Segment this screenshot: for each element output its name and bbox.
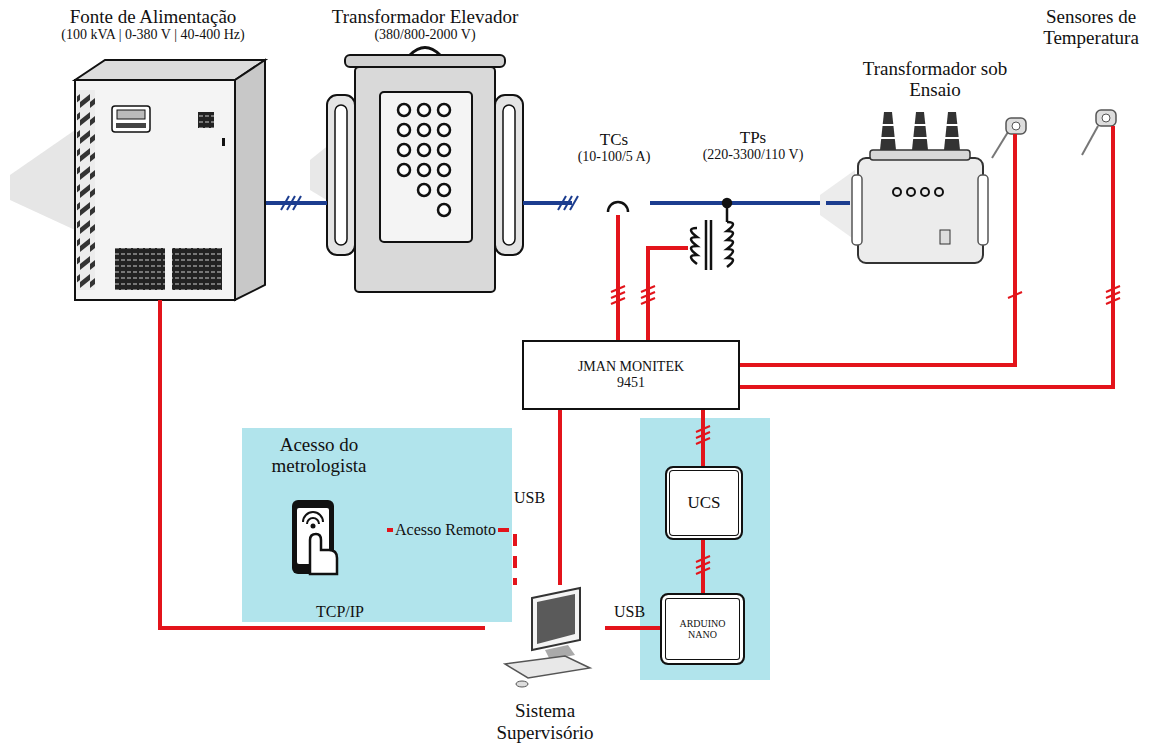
transformer-under-test bbox=[820, 112, 988, 263]
edge-label: TCP/IP bbox=[314, 603, 366, 621]
computer-icon bbox=[505, 588, 590, 687]
node-subtitle: (220-3300/110 V) bbox=[703, 147, 804, 163]
current-transformers: TCs(10-100/5 A) bbox=[572, 130, 656, 215]
node-title: TPs bbox=[740, 128, 766, 147]
temperature-sensor bbox=[992, 118, 1026, 265]
signal-wire bbox=[616, 215, 620, 340]
phone-icon bbox=[292, 500, 337, 574]
monitor-box: JMAN MONITEK 9451 bbox=[522, 340, 740, 410]
power-line bbox=[656, 201, 680, 205]
metrologist-access: Acesso do metrologista bbox=[251, 434, 387, 580]
signal-wire bbox=[740, 265, 1015, 365]
node-title: JMAN MONITEK 9451 bbox=[571, 359, 691, 390]
ucs-box: UCS bbox=[665, 466, 743, 540]
node-title: Transformador Elevador bbox=[332, 6, 519, 27]
supervisory-system: Sistema Supervisório bbox=[485, 585, 605, 743]
signal-wire bbox=[740, 160, 1113, 387]
power-line bbox=[650, 201, 826, 205]
signal-wire bbox=[160, 300, 485, 628]
node-title: Acesso do metrologista bbox=[252, 434, 386, 477]
step-up-transformer bbox=[310, 48, 540, 293]
potential-transformer-symbol bbox=[691, 199, 733, 270]
edge-label: USB bbox=[512, 489, 547, 507]
temperature-sensor bbox=[1082, 110, 1116, 160]
node-subtitle: (380/800-2000 V) bbox=[374, 27, 475, 43]
power-line bbox=[266, 201, 310, 205]
current-transformer-symbol bbox=[608, 202, 628, 212]
edge-label: USB bbox=[612, 603, 647, 621]
access-panel bbox=[242, 428, 512, 622]
node-title: Fonte de Alimentação bbox=[70, 6, 237, 27]
node-title: Transformador sob Ensaio bbox=[860, 58, 1010, 101]
signal-wire bbox=[701, 540, 705, 593]
potential-transformers: TPs(220-3300/110 V) bbox=[680, 128, 826, 278]
node-title: ARDUINO NANO bbox=[673, 618, 733, 640]
multi-wire-ticks bbox=[611, 286, 1120, 574]
signal-wire bbox=[701, 410, 705, 466]
step-up-transformer: Transformador Elevador(380/800-2000 V) bbox=[310, 6, 540, 292]
three-phase-ticks bbox=[281, 196, 578, 210]
node-title: UCS bbox=[687, 493, 720, 512]
signal-wire bbox=[558, 410, 562, 585]
power-line bbox=[540, 201, 572, 205]
power-supply: Fonte de Alimentação(100 kVA | 0-380 V |… bbox=[40, 6, 266, 300]
node-subtitle: (100 kVA | 0-380 V | 40-400 Hz) bbox=[61, 27, 244, 43]
node-title: Sistema Supervisório bbox=[486, 700, 604, 743]
power-line bbox=[826, 201, 850, 205]
node-title: TCs bbox=[600, 130, 628, 149]
signal-wire bbox=[605, 626, 660, 630]
signal-wire bbox=[648, 248, 680, 340]
power-supply-cabinet bbox=[10, 60, 265, 300]
node-title: Sensores de Temperatura bbox=[1033, 6, 1149, 49]
arduino-box: ARDUINO NANO bbox=[660, 593, 745, 665]
transformer-under-test: Transformador sob Ensaio bbox=[850, 58, 1020, 265]
edge-label: Acesso Remoto bbox=[393, 521, 498, 539]
node-subtitle: (10-100/5 A) bbox=[578, 149, 651, 165]
temperature-sensors: Sensores de Temperatura bbox=[1033, 6, 1149, 160]
